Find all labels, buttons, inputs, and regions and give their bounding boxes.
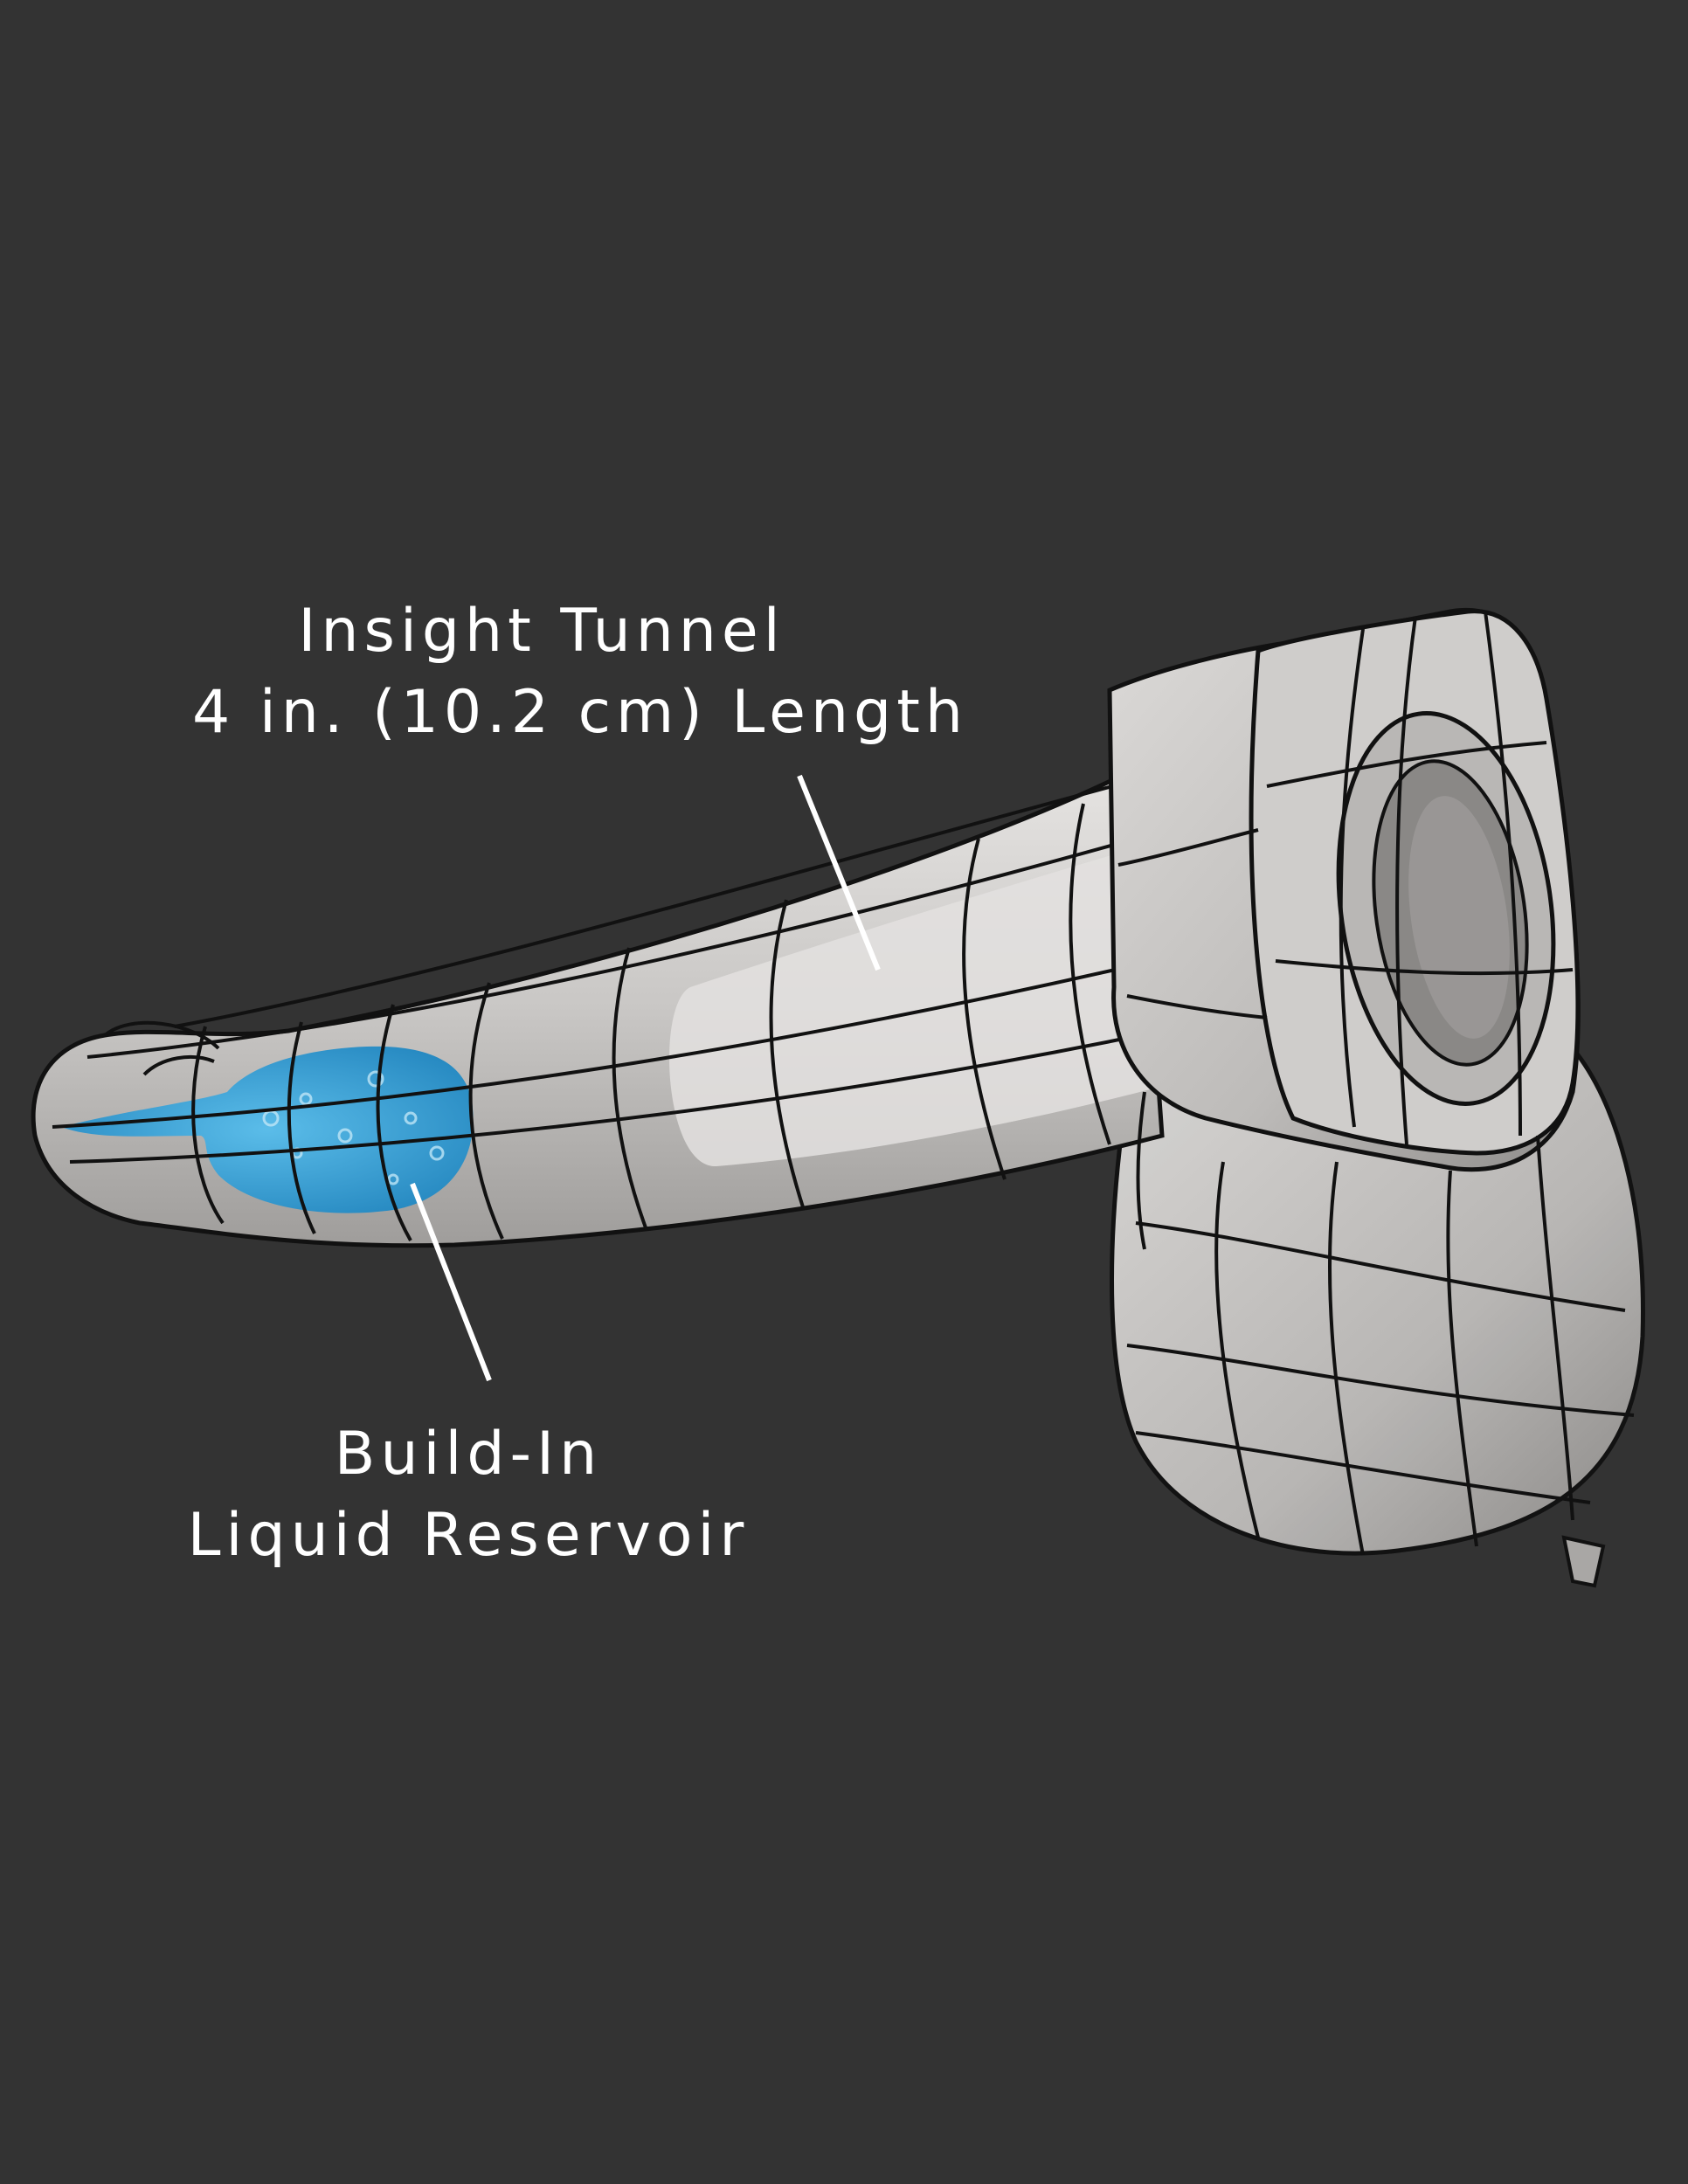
base-nub — [1561, 1535, 1606, 1588]
reservoir-bubbles — [262, 1070, 445, 1185]
tunnel-callout-label: Insight Tunnel 4 in. (10.2 cm) Length — [192, 591, 968, 753]
base-wireframe — [1117, 611, 1635, 1556]
shaft-wireframe — [52, 776, 1163, 1241]
tunnel-callout-line — [797, 774, 881, 971]
reservoir-callout-line — [410, 1182, 492, 1382]
tunnel-callout-length: 4 in. (10.2 cm) Length — [192, 678, 968, 747]
reservoir-callout-line1: Build-In — [334, 1420, 603, 1489]
head-ridge — [103, 1020, 220, 1076]
base-bulb — [1110, 1046, 1645, 1556]
tunnel-callout-title: Insight Tunnel — [298, 597, 785, 666]
ring-opening-shadow — [1408, 796, 1510, 1039]
reservoir-callout-line2: Liquid Reservoir — [187, 1501, 750, 1570]
liquid-reservoir — [61, 1046, 474, 1213]
reservoir-callout-label: Build-In Liquid Reservoir — [175, 1413, 762, 1576]
